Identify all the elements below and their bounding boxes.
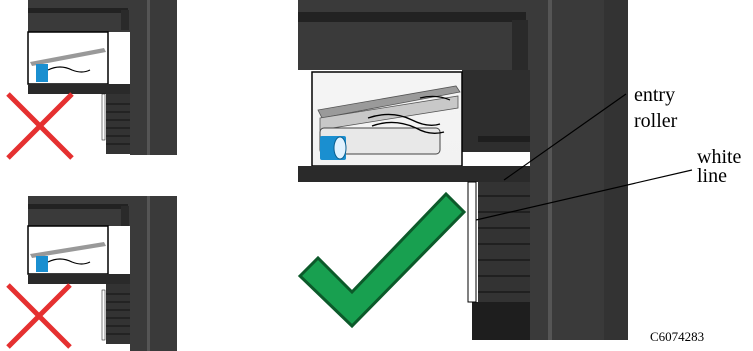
top-left-panel [8, 0, 177, 158]
printer-side-frame [130, 0, 177, 155]
figure-code: C6074283 [650, 329, 704, 345]
main-panel [298, 0, 692, 340]
white-line [102, 290, 105, 340]
printer-side-frame [130, 196, 177, 351]
entry-roller-label-line1: entry [634, 84, 677, 106]
entry-roller-stack [106, 284, 130, 344]
white-line [102, 94, 105, 140]
red-x-icon [8, 285, 70, 347]
white-line-label-line2: line [697, 167, 741, 186]
white-line-label: white line [697, 148, 741, 186]
printer-top-cover [298, 0, 530, 70]
white-line [468, 182, 476, 302]
entry-roller-label-line2: roller [634, 110, 677, 132]
bottom-left-panel [8, 196, 177, 351]
entry-roller-label: entry roller [634, 84, 677, 132]
entry-roller-stack [478, 182, 530, 302]
entry-roller-stack [106, 94, 130, 154]
green-checkmark-icon [300, 194, 464, 326]
roll-core-icon [36, 64, 48, 82]
printer-top-cover [28, 196, 130, 226]
red-x-icon [8, 94, 72, 158]
roll-core-icon [36, 256, 48, 272]
printer-top-cover [28, 0, 130, 32]
